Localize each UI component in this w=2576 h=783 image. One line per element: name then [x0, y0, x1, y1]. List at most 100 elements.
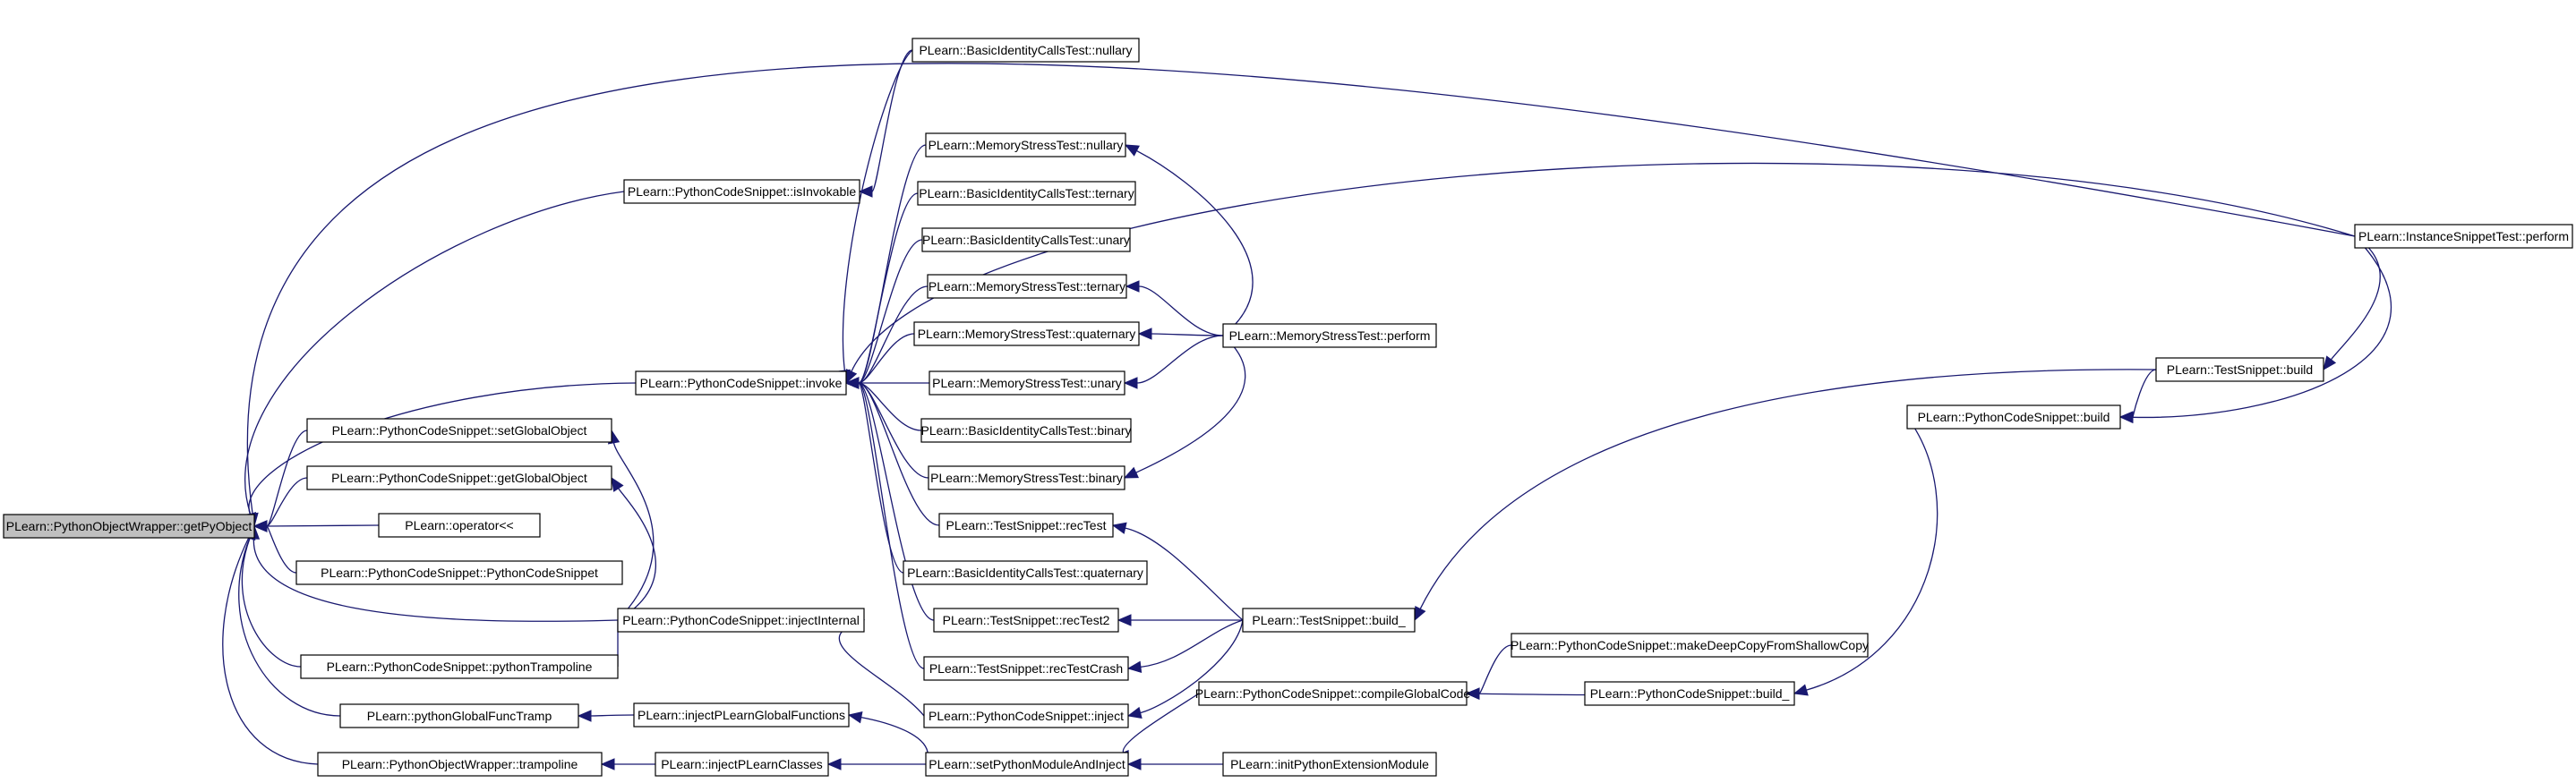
node-box[interactable]	[655, 752, 829, 777]
node-box[interactable]	[913, 321, 1140, 346]
node-box[interactable]	[623, 179, 860, 204]
edge-setPythonModuleAndInject-to-injectPLearnGlobalFunctions	[847, 711, 929, 765]
node-box[interactable]	[635, 370, 847, 396]
node-box[interactable]	[938, 513, 1114, 538]
edge-arrowhead	[1126, 660, 1143, 674]
node-getGlobalObject[interactable]: PLearn::PythonCodeSnippet::getGlobalObje…	[306, 465, 612, 490]
node-pcsCtor[interactable]: PLearn::PythonCodeSnippet::PythonCodeSni…	[295, 560, 623, 585]
node-box[interactable]	[1584, 681, 1795, 706]
node-box[interactable]	[317, 752, 603, 777]
node-box[interactable]	[617, 608, 865, 633]
node-operatorLL[interactable]: PLearn::operator<<	[378, 513, 541, 538]
node-mstNullary[interactable]: PLearn::MemoryStressTest::nullary	[925, 132, 1126, 157]
node-bictTernary[interactable]: PLearn::BasicIdentityCallsTest::ternary	[917, 181, 1136, 206]
edge-arrowhead	[1125, 280, 1140, 293]
node-box[interactable]	[306, 418, 612, 443]
node-isInvokable[interactable]: PLearn::PythonCodeSnippet::isInvokable	[623, 179, 860, 204]
edge-line	[1122, 693, 1200, 753]
edge-mstPerform-to-mstBinary	[1123, 335, 1246, 479]
node-label: PLearn::injectPLearnGlobalFunctions	[638, 708, 845, 722]
node-box[interactable]	[633, 702, 850, 728]
edge-line	[858, 144, 927, 384]
edge-tsRecTest-to-invoke	[844, 377, 940, 526]
node-tsRecTestCrash[interactable]: PLearn::TestSnippet::recTestCrash	[923, 656, 1129, 681]
node-box[interactable]	[1511, 633, 1869, 658]
node-box[interactable]	[2354, 224, 2573, 249]
node-bictNullary[interactable]: PLearn::BasicIdentityCallsTest::nullary	[911, 38, 1140, 63]
node-label: PLearn::MemoryStressTest::nullary	[929, 138, 1124, 152]
node-box[interactable]	[378, 513, 541, 538]
node-label: PLearn::BasicIdentityCallsTest::quaterna…	[907, 566, 1143, 580]
edge-line	[266, 525, 297, 574]
node-bictUnary[interactable]: PLearn::BasicIdentityCallsTest::unary	[921, 227, 1131, 252]
node-tsRecTest[interactable]: PLearn::TestSnippet::recTest	[938, 513, 1114, 538]
node-box[interactable]	[306, 465, 612, 490]
edge-line	[1806, 416, 1938, 691]
node-box[interactable]	[1198, 681, 1468, 706]
node-box[interactable]	[923, 656, 1129, 681]
node-box[interactable]	[2155, 357, 2324, 382]
node-istPerform[interactable]: PLearn::InstanceSnippetTest::perform	[2354, 224, 2573, 249]
node-setPythonModuleAndInject[interactable]: PLearn::setPythonModuleAndInject	[925, 752, 1129, 777]
node-pcsBuild[interactable]: PLearn::PythonCodeSnippet::build	[1906, 404, 2121, 430]
node-box[interactable]	[295, 560, 623, 585]
node-getPyObject[interactable]: PLearn::PythonObjectWrapper::getPyObject	[3, 514, 255, 539]
node-compileGlobalCode[interactable]: PLearn::PythonCodeSnippet::compileGlobal…	[1195, 681, 1471, 706]
node-mstQuaternary[interactable]: PLearn::MemoryStressTest::quaternary	[913, 321, 1140, 346]
node-setGlobalObject[interactable]: PLearn::PythonCodeSnippet::setGlobalObje…	[306, 418, 612, 443]
node-mstBinary[interactable]: PLearn::MemoryStressTest::binary	[928, 465, 1125, 490]
edge-line	[266, 524, 380, 527]
node-label: PLearn::PythonObjectWrapper::trampoline	[342, 757, 578, 771]
node-tsBuild[interactable]: PLearn::TestSnippet::build	[2155, 357, 2324, 382]
node-box[interactable]	[923, 703, 1129, 728]
node-box[interactable]	[929, 370, 1125, 396]
node-tsRecTest2[interactable]: PLearn::TestSnippet::recTest2	[933, 608, 1119, 633]
edge-line	[1135, 335, 1246, 473]
edge-injectPLearnClasses-to-pyowTrampoline	[600, 758, 655, 770]
edge-line	[858, 239, 923, 384]
node-makeDeepCopy[interactable]: PLearn::PythonCodeSnippet::makeDeepCopyF…	[1511, 633, 1869, 658]
node-label: PLearn::MemoryStressTest::perform	[1229, 328, 1431, 343]
node-invoke[interactable]: PLearn::PythonCodeSnippet::invoke	[635, 370, 847, 396]
node-box[interactable]	[927, 274, 1127, 299]
edge-arrowhead	[826, 758, 842, 770]
node-tsBuildU[interactable]: PLearn::TestSnippet::build_	[1242, 608, 1416, 633]
node-box[interactable]	[925, 752, 1129, 777]
node-box[interactable]	[339, 703, 579, 728]
node-box[interactable]	[920, 418, 1132, 443]
node-bictQuaternary[interactable]: PLearn::BasicIdentityCallsTest::quaterna…	[903, 560, 1148, 585]
node-initPythonExtensionModule[interactable]: PLearn::initPythonExtensionModule	[1222, 752, 1437, 777]
node-pythonGlobalFuncTramp[interactable]: PLearn::pythonGlobalFuncTramp	[339, 703, 579, 728]
node-box[interactable]	[1222, 323, 1437, 348]
edge-injectInternal-to-getGlobalObject	[611, 476, 656, 621]
node-mstPerform[interactable]: PLearn::MemoryStressTest::perform	[1222, 323, 1437, 348]
node-box[interactable]	[933, 608, 1119, 633]
node-box[interactable]	[921, 227, 1131, 252]
node-box[interactable]	[3, 514, 255, 539]
node-pythonTrampoline[interactable]: PLearn::PythonCodeSnippet::pythonTrampol…	[300, 654, 619, 679]
node-box[interactable]	[911, 38, 1140, 63]
node-box[interactable]	[300, 654, 619, 679]
node-box[interactable]	[925, 132, 1126, 157]
node-pcsBuildU[interactable]: PLearn::PythonCodeSnippet::build_	[1584, 681, 1795, 706]
edge-tsBuildU-to-pcsInject	[1126, 619, 1244, 719]
node-injectPLearnGlobalFunctions[interactable]: PLearn::injectPLearnGlobalFunctions	[633, 702, 850, 728]
node-mstUnary[interactable]: PLearn::MemoryStressTest::unary	[929, 370, 1125, 396]
node-pyowTrampoline[interactable]: PLearn::PythonObjectWrapper::trampoline	[317, 752, 603, 777]
edge-line	[612, 442, 655, 621]
node-box[interactable]	[928, 465, 1125, 490]
node-box[interactable]	[917, 181, 1136, 206]
edge-arrowhead	[2323, 355, 2337, 371]
node-label: PLearn::MemoryStressTest::ternary	[929, 279, 1125, 294]
node-box[interactable]	[903, 560, 1148, 585]
node-mstTernary[interactable]: PLearn::MemoryStressTest::ternary	[927, 274, 1127, 299]
node-pcsInject[interactable]: PLearn::PythonCodeSnippet::inject	[923, 703, 1129, 728]
node-injectInternal[interactable]: PLearn::PythonCodeSnippet::injectInterna…	[617, 608, 865, 633]
edge-operatorLL-to-getPyObject	[252, 520, 380, 532]
edge-line	[858, 382, 940, 526]
node-box[interactable]	[1906, 404, 2121, 430]
node-injectPLearnClasses[interactable]: PLearn::injectPLearnClasses	[655, 752, 829, 777]
node-box[interactable]	[1222, 752, 1437, 777]
node-box[interactable]	[1242, 608, 1416, 633]
node-bictBinary[interactable]: PLearn::BasicIdentityCallsTest::binary	[920, 418, 1132, 443]
